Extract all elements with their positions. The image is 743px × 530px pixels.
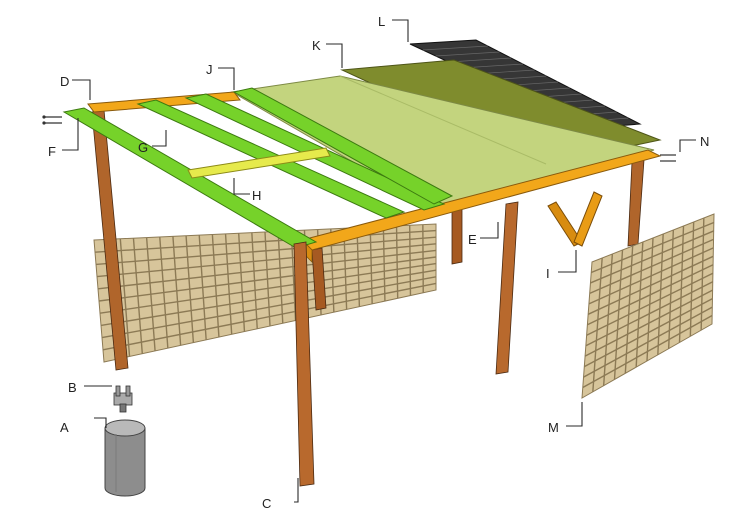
- label-m: M: [548, 420, 559, 435]
- lattice-slat: [98, 256, 437, 302]
- fastener-right: [660, 154, 676, 162]
- label-d: D: [60, 74, 69, 89]
- lattice-slat: [583, 297, 713, 368]
- lattice-slat: [99, 262, 437, 314]
- label-l: L: [378, 14, 385, 29]
- lattice-slat: [583, 306, 713, 378]
- label-e: E: [468, 232, 477, 247]
- lattice-slat: [588, 247, 714, 305]
- lattice-slat: [613, 249, 624, 380]
- lattice-slat: [585, 281, 714, 347]
- lattice-slat: [587, 264, 714, 326]
- lattice-slat: [586, 272, 714, 336]
- label-k: K: [312, 38, 321, 53]
- label-g: G: [138, 140, 148, 155]
- lattice-slat: [589, 238, 714, 295]
- lattice-slat: [624, 245, 634, 374]
- lattice-slat: [657, 233, 664, 355]
- lattice-slat: [102, 282, 437, 351]
- lattice-slat: [635, 241, 644, 368]
- part-labels: A B C D E F G H I J K L M N: [48, 14, 709, 511]
- lattice-slat: [590, 221, 715, 274]
- fastener-left: [42, 115, 62, 125]
- label-f: F: [48, 144, 56, 159]
- lattice-slat: [95, 236, 437, 266]
- lattice-panel-front: [581, 213, 715, 399]
- label-j: J: [206, 62, 213, 77]
- lattice-slat: [678, 225, 685, 343]
- lattice-slat: [97, 249, 437, 290]
- lattice-slat: [582, 314, 713, 389]
- lattice-slat: [100, 269, 437, 327]
- blocking: [187, 147, 331, 179]
- label-a: A: [60, 420, 69, 435]
- shingle-row: [435, 51, 500, 57]
- corner-brace: [547, 191, 603, 247]
- label-h: H: [252, 188, 261, 203]
- lattice-slat: [689, 221, 695, 337]
- shingle-row: [448, 57, 512, 63]
- front-posts: [293, 201, 519, 487]
- label-c: C: [262, 496, 271, 511]
- lattice-slat: [590, 230, 714, 284]
- lattice-slat: [646, 237, 654, 362]
- lattice-slat: [667, 229, 675, 349]
- label-i: I: [546, 266, 550, 281]
- lattice-slat: [587, 255, 714, 315]
- concrete-footing: [104, 419, 146, 497]
- label-n: N: [700, 134, 709, 149]
- label-b: B: [68, 380, 77, 395]
- lattice-slat: [602, 253, 614, 386]
- lattice-slat: [96, 243, 437, 278]
- lattice-slat: [592, 257, 603, 392]
- leader-lines: [62, 19, 696, 503]
- lattice-slat: [700, 217, 705, 331]
- shingle-row: [422, 45, 488, 51]
- lattice-slat: [94, 229, 437, 253]
- lattice-panel-back: [93, 223, 437, 363]
- post-anchor: [113, 385, 133, 413]
- lattice-slat: [101, 276, 437, 339]
- lattice-slat: [584, 289, 713, 357]
